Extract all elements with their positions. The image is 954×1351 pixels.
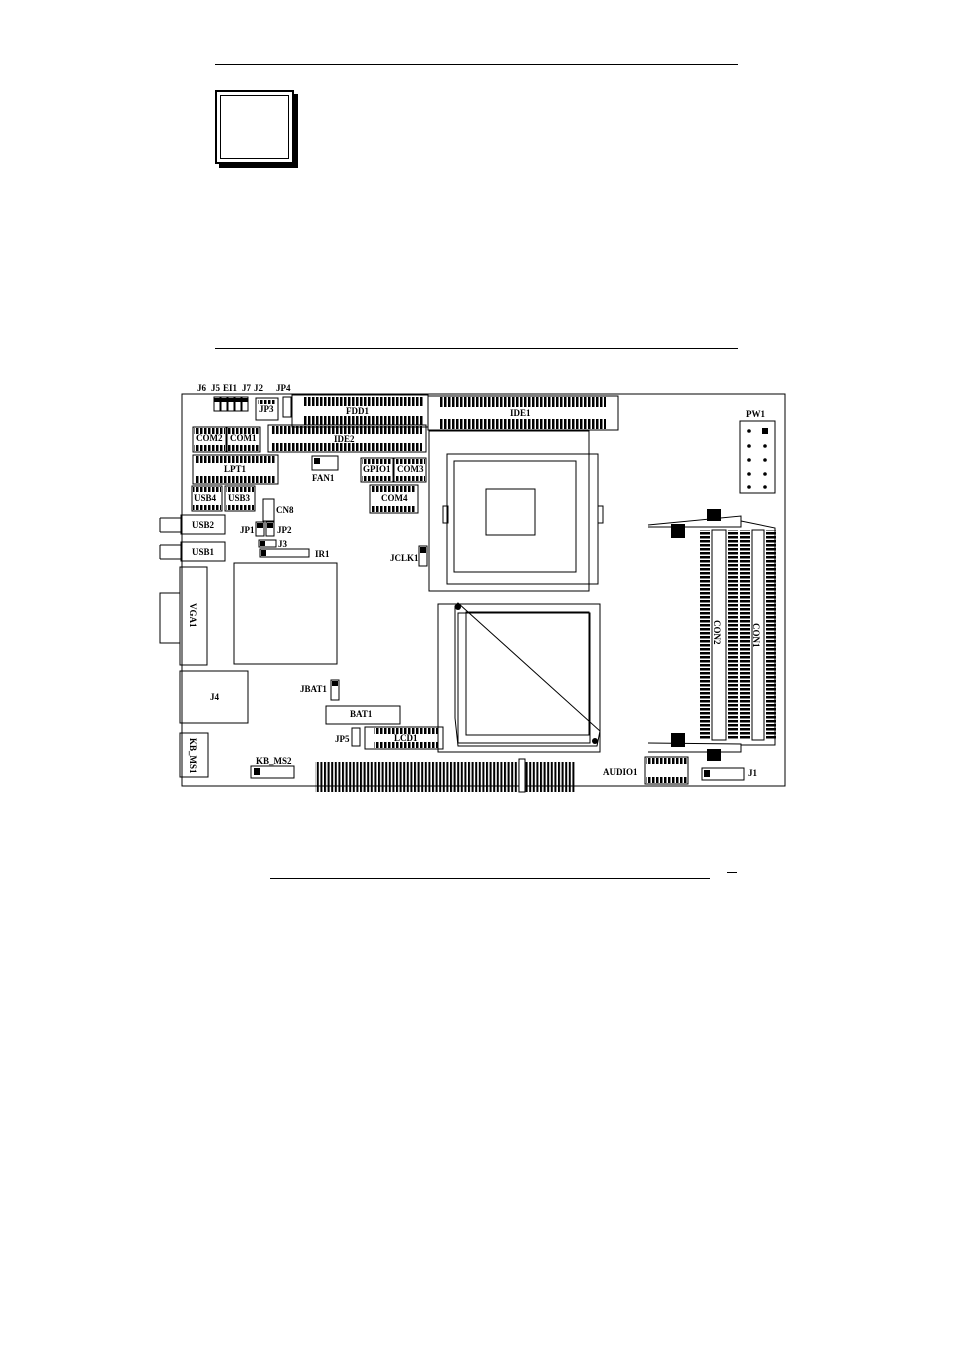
j1-header (701, 767, 745, 781)
label-j6: J6 (197, 383, 207, 393)
label-jp3: JP3 (259, 404, 274, 414)
label-jclk1: JCLK1 (390, 553, 419, 563)
cn8-header (262, 498, 275, 522)
label-fdd1: FDD1 (346, 406, 369, 416)
jumper-group-top-left (213, 396, 249, 412)
label-lpt1: LPT1 (224, 464, 247, 474)
sodimm-con1 (740, 520, 776, 746)
cpu-die (485, 488, 536, 536)
usb2-port (180, 514, 226, 535)
kb-ms1-connector (179, 732, 209, 778)
label-jp1: JP1 (240, 525, 255, 535)
lpt1-header (192, 454, 279, 485)
label-com3: COM3 (397, 464, 424, 474)
label-j1: J1 (748, 768, 758, 778)
label-kb-ms1: KB_MS1 (188, 738, 198, 774)
ir1-header (259, 548, 310, 558)
label-jp4: JP4 (276, 383, 291, 393)
usb1-port (180, 541, 226, 562)
com1-header (226, 426, 261, 453)
label-jbat1: JBAT1 (300, 684, 327, 694)
label-com2: COM2 (196, 433, 223, 443)
jp2-header (265, 521, 275, 537)
label-j3: J3 (278, 539, 288, 549)
label-com1: COM1 (230, 433, 257, 443)
label-usb2: USB2 (192, 520, 215, 530)
com4-header (369, 484, 419, 514)
cpu-socket-outline (428, 430, 590, 592)
usb4-header (191, 485, 223, 512)
label-audio1: AUDIO1 (603, 767, 638, 777)
northbridge-outline (437, 603, 601, 753)
label-kb-ms2: KB_MS2 (256, 756, 292, 766)
page-number-mark (727, 872, 737, 873)
label-jp5: JP5 (335, 734, 350, 744)
label-usb1: USB1 (192, 547, 215, 557)
pw1-connector (739, 420, 776, 494)
label-lcd1: LCD1 (394, 733, 418, 743)
com2-header (192, 426, 227, 453)
label-bat1: BAT1 (350, 709, 373, 719)
pci-edge-connector (315, 762, 575, 792)
usb3-header (224, 485, 256, 512)
label-j2: J2 (254, 383, 264, 393)
chipset-square (233, 562, 338, 665)
com3-header (393, 457, 427, 483)
label-vga1: VGA1 (188, 603, 198, 628)
kb-ms2-header (250, 765, 295, 779)
fan1-header (311, 455, 339, 471)
label-j4: J4 (210, 692, 220, 702)
cpu-socket-frame (446, 453, 599, 585)
label-ide1: IDE1 (510, 408, 531, 418)
label-j7: J7 (242, 383, 252, 393)
board-outline (181, 393, 786, 787)
label-fan1: FAN1 (312, 473, 335, 483)
label-gpio1: GPIO1 (363, 464, 391, 474)
label-com4: COM4 (381, 493, 408, 503)
label-usb4: USB4 (194, 493, 217, 503)
label-usb3: USB3 (228, 493, 251, 503)
label-con1: CON1 (751, 623, 761, 648)
audio1-header (644, 756, 689, 785)
label-ide2: IDE2 (334, 434, 355, 444)
chapter-number-box (215, 90, 294, 164)
ide2-connector (267, 424, 427, 453)
jp4-header (282, 396, 292, 418)
pw1-pins (747, 428, 768, 489)
label-j5: J5 (211, 383, 221, 393)
label-con2: CON2 (712, 620, 722, 645)
sodimm-con2 (647, 509, 742, 761)
ide1-connector (427, 395, 619, 431)
jclk1-header (418, 545, 428, 567)
jp5-header (351, 727, 361, 747)
northbridge-package (454, 602, 601, 747)
jp3-header (255, 397, 279, 421)
label-cn8: CN8 (276, 505, 294, 515)
top-rule (215, 64, 738, 65)
jp1-header (255, 521, 265, 537)
jbat1-header (330, 679, 340, 701)
label-ir1: IR1 (315, 549, 330, 559)
label-ei1: EI1 (223, 383, 238, 393)
gpio1-header (360, 457, 394, 483)
label-jp2: JP2 (277, 525, 292, 535)
label-pw1: PW1 (746, 409, 765, 419)
lcd1-connector (364, 726, 444, 750)
bat1-battery (325, 705, 401, 725)
footer-rule (270, 878, 710, 879)
section-rule (215, 348, 738, 349)
j3-header (258, 539, 277, 548)
j4-connector (179, 670, 249, 724)
